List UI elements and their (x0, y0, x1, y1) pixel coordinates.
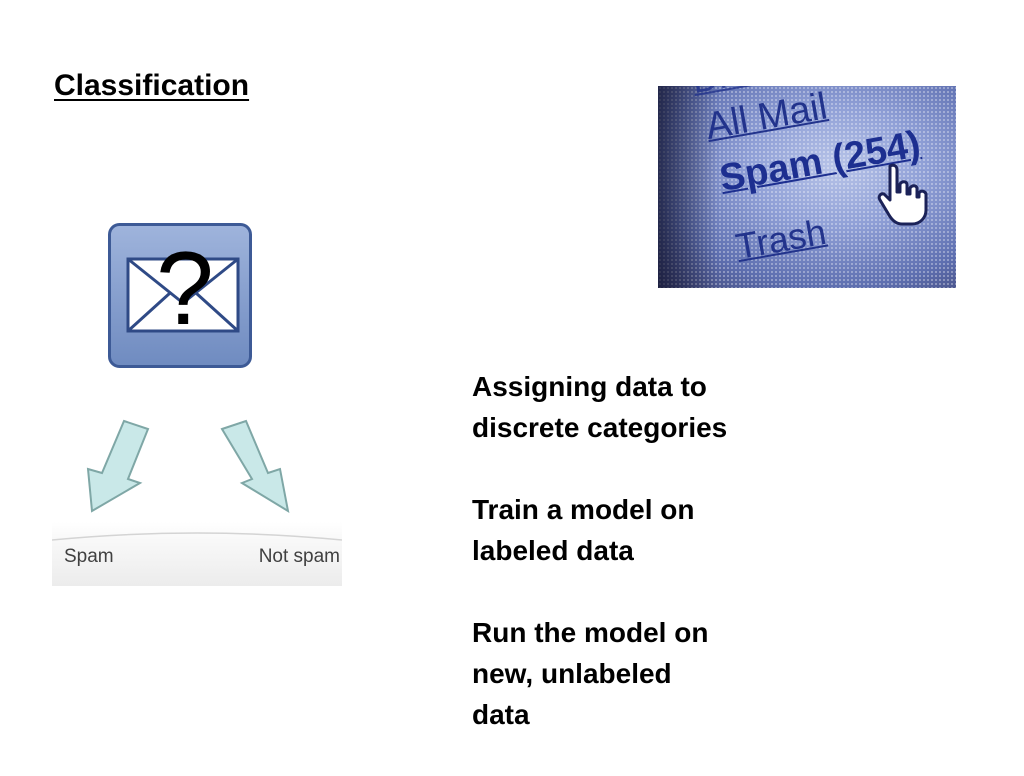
not-spam-label: Not spam (258, 546, 340, 567)
slide-title: Classification (54, 69, 250, 102)
email-question-icon: ? (108, 223, 252, 368)
menu-item-trash: Trash (732, 210, 830, 268)
bullet-assigning: Assigning data to discrete categories (472, 371, 728, 443)
envelope-icon (108, 223, 252, 368)
bullet-train: Train a model on labeled data (472, 494, 695, 566)
hand-cursor-icon (877, 163, 928, 226)
spam-label: Spam (64, 546, 114, 567)
arrow-down-right-icon (220, 419, 290, 514)
arrow-down-left-icon (86, 419, 150, 513)
label-strip: Spam Not spam (52, 522, 342, 586)
description-list: Assigning data to discrete categories Tr… (472, 366, 802, 776)
bullet-run: Run the model on new, unlabeled data (472, 617, 709, 730)
strip-curve (52, 532, 342, 541)
question-mark: ? (156, 231, 214, 347)
mail-folder-photo: Drafts All Mail Spam (254) Trash (658, 86, 956, 288)
